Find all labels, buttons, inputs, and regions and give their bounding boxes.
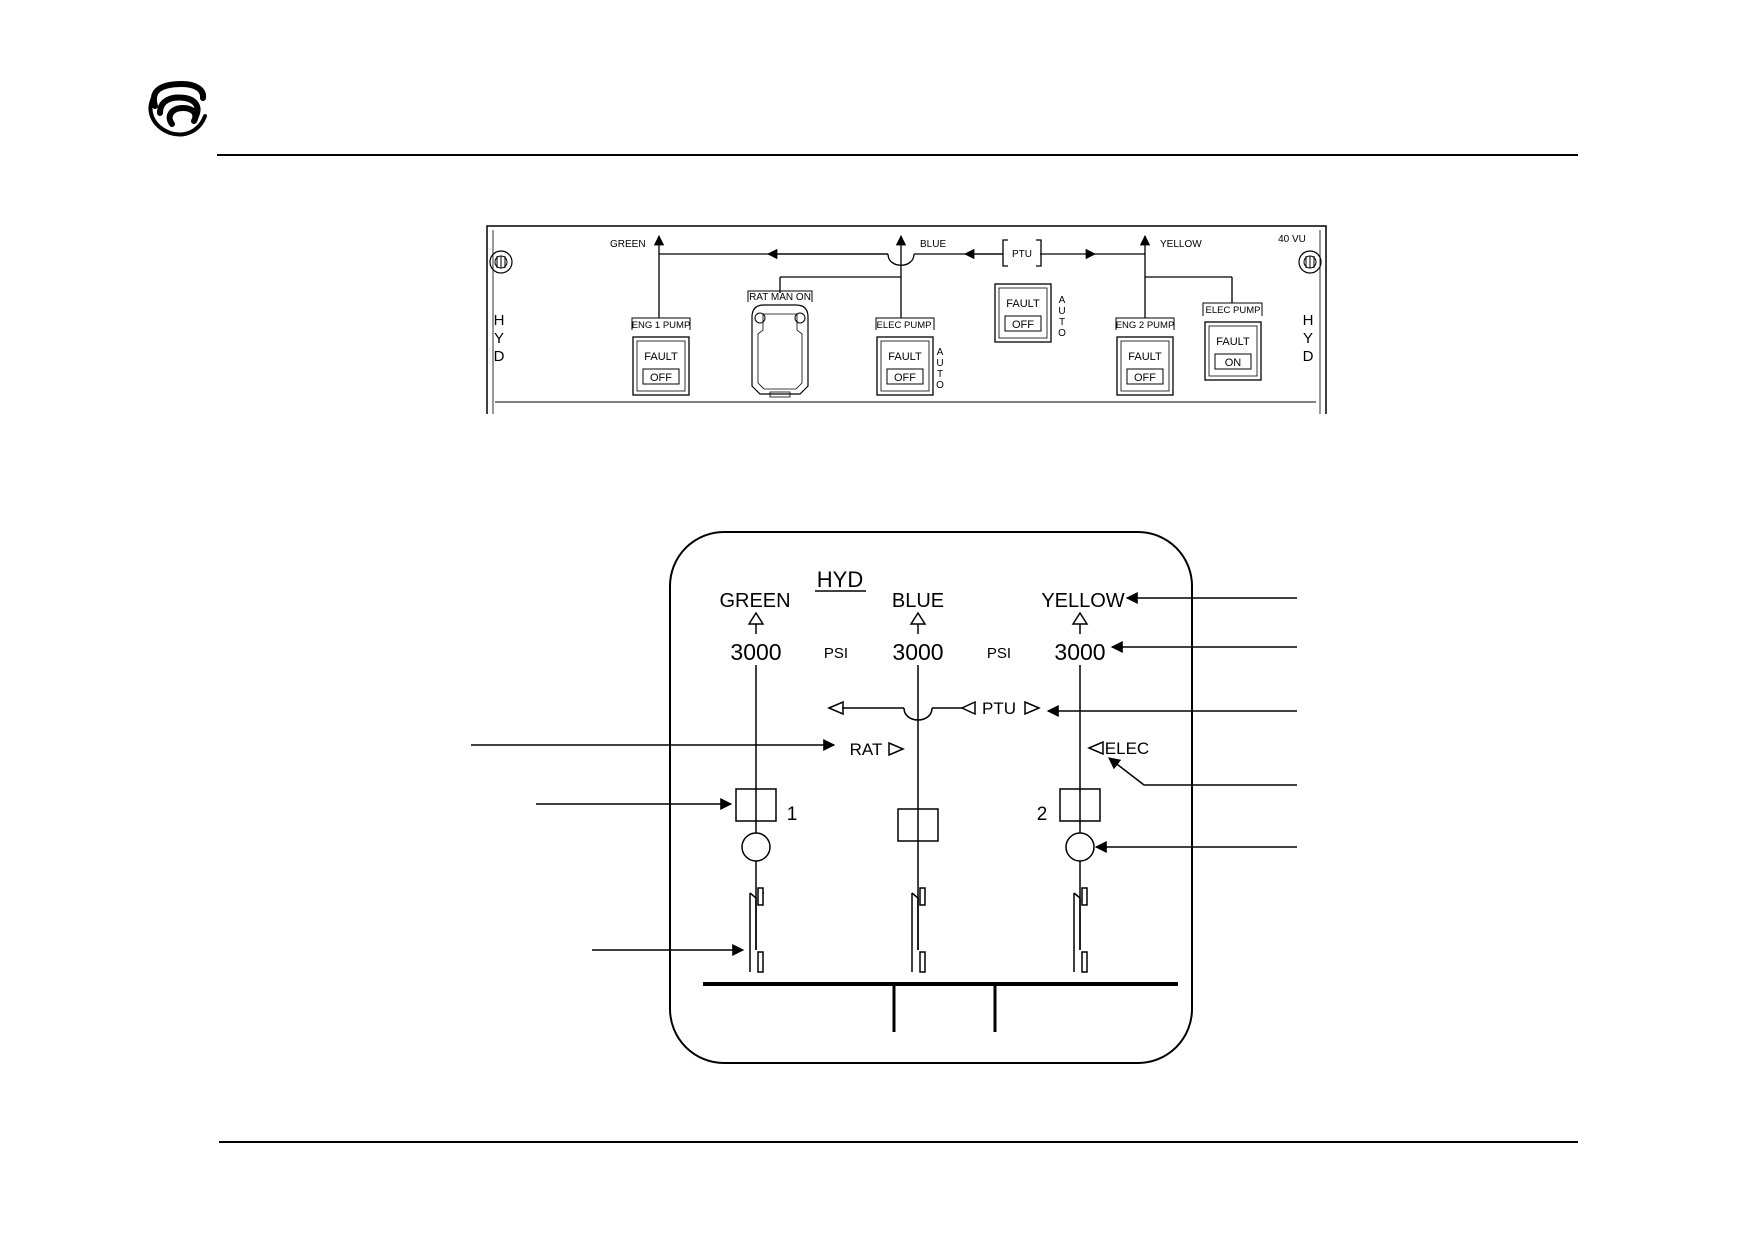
- ecam-title: HYD: [817, 567, 863, 592]
- eng2-pump-button[interactable]: ENG 2 PUMP FAULT OFF: [1115, 317, 1175, 396]
- panel-yellow-label: YELLOW: [1160, 239, 1202, 250]
- green-system-name: GREEN: [719, 590, 790, 612]
- yellow-pressure: 3000: [1054, 639, 1105, 665]
- ptu-text: PTU: [982, 699, 1016, 718]
- panel-id: 40 VU: [1278, 234, 1306, 245]
- hyd-side-right-h: H: [1303, 312, 1314, 329]
- yellow-system-name: YELLOW: [1041, 590, 1124, 612]
- company-logo: [148, 80, 207, 137]
- yellow-triangle-icon: [1071, 611, 1089, 625]
- psi-unit-right: PSI: [987, 645, 1011, 662]
- elec-triangle-icon: [1087, 740, 1104, 756]
- eng2-pump-box: [1059, 788, 1101, 822]
- ptu-right-triangle-icon: [1024, 700, 1041, 716]
- ptu-mid-triangle-icon: [960, 700, 976, 716]
- blue-elec-pump-box: [897, 808, 939, 842]
- eng1-pump-number: 1: [787, 804, 798, 825]
- ptu-off: OFF: [1012, 319, 1034, 331]
- overhead-hyd-panel: H Y D H Y D 40 VU GREEN BLUE YELLOW: [486, 225, 1327, 414]
- screw-right-icon: [1298, 250, 1322, 274]
- auto-o-1: O: [936, 380, 944, 391]
- auto-a-1: A: [937, 347, 944, 358]
- eng2-pump-off: OFF: [1134, 372, 1156, 384]
- green-reservoir-icon: [749, 887, 764, 973]
- auto-o-2: O: [1058, 328, 1066, 339]
- eng2-pump-fault: FAULT: [1128, 351, 1162, 363]
- psi-unit-left: PSI: [824, 645, 848, 662]
- blue-system-name: BLUE: [892, 590, 944, 612]
- hyd-side-left-d: D: [494, 348, 505, 365]
- blue-elec-pump-label: ELEC PUMP: [877, 320, 932, 331]
- elec-text: ELEC: [1105, 739, 1149, 758]
- yellow-elec-pump-button[interactable]: ELEC PUMP FAULT ON: [1202, 302, 1263, 381]
- hyd-side-left-y: Y: [494, 330, 504, 347]
- eng2-pump-number: 2: [1037, 804, 1048, 825]
- blue-pressure: 3000: [892, 639, 943, 665]
- rat-text: RAT: [850, 740, 883, 759]
- blue-triangle-icon: [909, 611, 927, 625]
- hyd-side-left-h: H: [494, 312, 505, 329]
- callout-elec: [1108, 757, 1297, 786]
- auto-a-2: A: [1059, 295, 1066, 306]
- blue-elec-pump-fault: FAULT: [888, 351, 922, 363]
- panel-outline: [486, 225, 1327, 414]
- eng1-pump-label: ENG 1 PUMP: [632, 320, 691, 331]
- auto-u-1: U: [936, 358, 943, 369]
- eng1-pump-box: [735, 788, 777, 822]
- auto-t-1: T: [937, 369, 943, 380]
- ptu-button[interactable]: FAULT OFF: [994, 283, 1052, 343]
- blue-reservoir-icon: [911, 887, 926, 973]
- green-pressure: 3000: [730, 639, 781, 665]
- ptu-left-triangle-icon: [827, 700, 844, 716]
- eng1-pump-fault: FAULT: [644, 351, 678, 363]
- yellow-elec-pump-on: ON: [1225, 357, 1242, 369]
- rat-man-on-label: RAT MAN ON: [749, 292, 811, 303]
- ecam-hyd-page: HYD GREEN BLUE YELLOW 3000 3000 3000 PSI…: [669, 531, 1193, 1064]
- panel-ptu-label: PTU: [1012, 249, 1032, 260]
- auto-t-2: T: [1059, 317, 1065, 328]
- panel-green-label: GREEN: [610, 239, 646, 250]
- rat-man-on-guard[interactable]: RAT MAN ON: [747, 290, 813, 398]
- screw-left-icon: [489, 250, 513, 274]
- eng1-pump-button[interactable]: ENG 1 PUMP FAULT OFF: [631, 317, 691, 396]
- auto-u-2: U: [1058, 306, 1065, 317]
- yellow-fire-valve-icon: [1065, 832, 1095, 862]
- eng2-pump-label: ENG 2 PUMP: [1116, 320, 1175, 331]
- hyd-side-right-d: D: [1303, 348, 1314, 365]
- ptu-fault: FAULT: [1006, 298, 1040, 310]
- blue-elec-pump-button[interactable]: ELEC PUMP FAULT OFF: [875, 317, 935, 396]
- panel-blue-label: BLUE: [920, 239, 946, 250]
- blue-elec-pump-off: OFF: [894, 372, 916, 384]
- green-triangle-icon: [747, 611, 765, 625]
- yellow-elec-pump-fault: FAULT: [1216, 336, 1250, 348]
- yellow-reservoir-icon: [1073, 887, 1088, 973]
- green-fire-valve-icon: [741, 832, 771, 862]
- ecam-frame: [669, 531, 1193, 1064]
- yellow-elec-pump-label: ELEC PUMP: [1206, 305, 1261, 316]
- hyd-side-right-y: Y: [1303, 330, 1313, 347]
- eng1-pump-off: OFF: [650, 372, 672, 384]
- rat-triangle-icon: [888, 741, 905, 757]
